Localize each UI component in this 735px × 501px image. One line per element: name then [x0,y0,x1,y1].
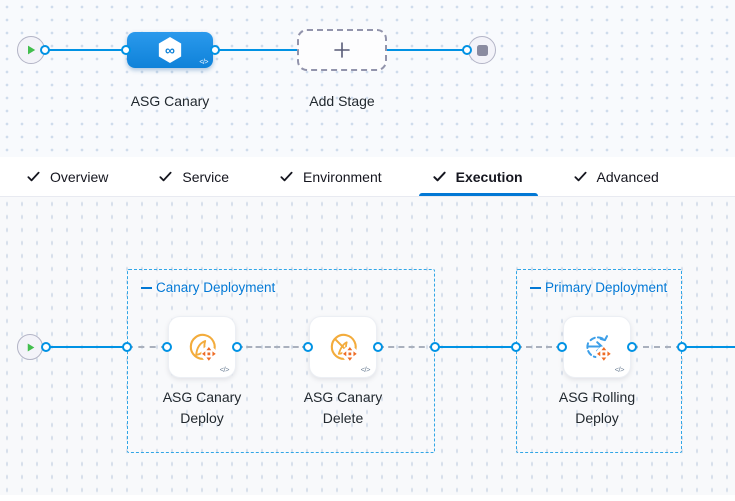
step-card-asg-rolling-deploy[interactable]: </> [563,316,631,378]
canvas-footer [0,495,735,501]
step-card-asg-canary-delete[interactable]: </> [309,316,377,378]
connector-line [682,346,735,348]
check-icon [26,169,41,184]
step-label: ASG Rolling Deploy [558,389,636,426]
connector-line [46,346,127,348]
end-node-in-port[interactable] [462,45,472,55]
stage-canvas: ∞ </> ASG Canary Add Stage [0,0,735,157]
code-icon[interactable]: </> [360,365,371,374]
check-icon [573,169,588,184]
tab-service[interactable]: Service [158,157,229,196]
connector-dashed [378,346,435,348]
connector-line [435,346,516,348]
step-group-primary-deployment: Primary Deployment [516,269,682,453]
tab-environment[interactable]: Environment [279,157,382,196]
harness-cd-hexagon-icon: ∞ [157,36,183,64]
stage-out-port[interactable] [210,45,220,55]
connector-dashed [237,346,308,348]
add-stage-button[interactable] [297,29,387,71]
stage-in-port[interactable] [121,45,131,55]
play-icon [25,44,37,56]
tab-label: Service [182,168,230,185]
tab-overview[interactable]: Overview [26,157,108,196]
port[interactable] [162,342,172,352]
connector-line [215,49,298,51]
port[interactable] [430,342,440,352]
tab-label: Advanced [596,168,659,185]
connector-dashed [516,346,562,348]
collapse-dash-icon [141,286,152,289]
tab-label: Environment [303,168,382,185]
start-node-out-port[interactable] [40,45,50,55]
execution-start-node [17,334,43,360]
step-card-asg-canary-deploy[interactable]: </> [168,316,236,378]
connector-dashed [127,346,167,348]
pipeline-end-node [468,36,496,64]
step-label: ASG Canary Deploy [162,389,242,426]
collapse-dash-icon [530,286,541,289]
step-group-canary-deployment: Canary Deployment [127,269,435,453]
port[interactable] [511,342,521,352]
group-label-primary[interactable]: Primary Deployment [530,280,667,295]
stage-tabbar: Overview Service Environment Execution A… [0,157,735,197]
port[interactable] [677,342,687,352]
connector-line [45,49,127,51]
port[interactable] [122,342,132,352]
group-label-text: Primary Deployment [545,280,668,295]
connector-dashed [632,346,682,348]
port[interactable] [41,342,51,352]
check-icon [158,169,173,184]
check-icon [279,169,294,184]
play-icon [25,342,36,353]
port[interactable] [627,342,637,352]
plus-icon [332,40,352,60]
port[interactable] [557,342,567,352]
tab-label: Overview [50,168,109,185]
group-label-canary[interactable]: Canary Deployment [141,280,275,295]
connector-line [387,49,468,51]
code-icon[interactable]: </> [199,59,208,66]
code-icon[interactable]: </> [219,365,230,374]
canary-deploy-icon [183,328,221,366]
add-stage-label: Add Stage [309,93,375,109]
stop-icon [476,44,488,56]
group-label-text: Canary Deployment [156,280,276,295]
check-icon [432,169,447,184]
port[interactable] [232,342,242,352]
port[interactable] [373,342,383,352]
stage-label: ASG Canary [130,93,210,109]
tab-advanced[interactable]: Advanced [573,157,659,196]
stage-node-asg-canary[interactable]: ∞ </> [127,32,213,68]
canary-delete-icon [324,328,362,366]
svg-text:∞: ∞ [165,42,175,58]
rolling-deploy-icon [578,328,616,366]
tab-label: Execution [455,168,523,185]
tab-execution[interactable]: Execution [418,157,538,196]
step-label: ASG Canary Delete [303,389,383,426]
port[interactable] [303,342,313,352]
code-icon[interactable]: </> [614,365,625,374]
